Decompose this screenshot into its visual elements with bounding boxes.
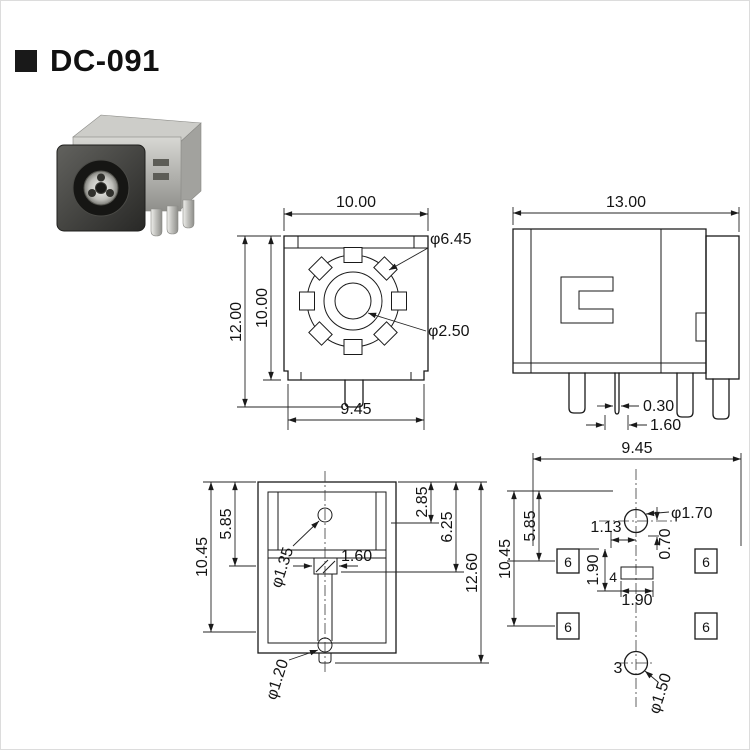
dim-top-hole-dia: φ1.35 [268, 545, 297, 590]
solder-leg [150, 208, 163, 237]
dim-layout-width: 9.45 [621, 440, 652, 457]
pad-6 [694, 548, 718, 574]
dim-section-low-height: 10.45 [194, 537, 211, 577]
pin-layout-view: 9.45 5.85 10.45 1.13 0.70 1.90 1.90 4 [497, 440, 742, 716]
leader-top-hole [292, 520, 320, 547]
dim-pin-diameter: φ2.50 [428, 323, 470, 340]
pad6-label: 6 [702, 554, 710, 570]
dim-front-body-height: 10.00 [254, 288, 271, 328]
pin3-label: 3 [614, 660, 623, 677]
dim-front-bottom-width: 9.45 [340, 401, 371, 418]
solder-leg [182, 199, 195, 229]
dim-section-depth-mid: 6.25 [439, 511, 456, 542]
dim-front-top-width: 10.00 [336, 194, 376, 211]
dim-layout-low-height: 10.45 [497, 539, 514, 579]
dim-offset-x: 1.13 [590, 519, 621, 536]
shield-slot [153, 159, 169, 166]
dim-ring-diameter: φ6.45 [430, 231, 472, 248]
page-title: DC-091 [50, 43, 160, 78]
dim-slot-width: 1.60 [341, 548, 372, 565]
mounting-clip-cutout [560, 276, 614, 324]
leader-pin-dia [367, 312, 427, 332]
pad6-label: 6 [702, 619, 710, 635]
dim-pitch-v: 1.90 [585, 554, 602, 585]
side-view: 13.00 0.30 1.60 [512, 194, 740, 434]
pad-6 [556, 612, 580, 640]
pad-4 [620, 566, 654, 580]
front-view: 10.00 10.00 12.00 9.45 φ6.45 φ2.50 [228, 194, 472, 430]
leader-center-dia [645, 510, 670, 517]
dim-layout-mid-height: 5.85 [522, 510, 539, 541]
pad6-label: 6 [564, 619, 572, 635]
shield-slot [153, 173, 169, 180]
dim-center-dia: φ1.70 [671, 505, 713, 522]
dim-bottom-dia: φ1.50 [646, 671, 675, 716]
section-view: 5.85 10.45 2.85 6.25 12.60 φ1.35 1.60 φ1… [194, 471, 489, 702]
solder-leg [166, 205, 179, 235]
top-hole [317, 507, 333, 523]
dim-offset-y: 0.70 [657, 528, 674, 559]
leader-bottom-dia [644, 670, 659, 683]
component-photo [56, 114, 202, 237]
side-pin [568, 372, 586, 414]
pad6-label: 6 [564, 554, 572, 570]
dim-pitch-h: 1.90 [621, 592, 652, 609]
side-pin [712, 378, 730, 420]
center-pin-circle [334, 282, 372, 320]
bottom-pin [344, 379, 364, 408]
dim-section-depth-total: 12.60 [464, 553, 481, 593]
dim-bottom-hole-dia: φ1.20 [263, 657, 292, 702]
pad-6 [694, 612, 718, 640]
center-pin-pad [623, 508, 649, 534]
dim-pin-pitch: 1.60 [650, 417, 681, 434]
side-pin [676, 372, 694, 418]
side-pin-thin [614, 372, 620, 415]
pad4-label: 4 [609, 569, 617, 585]
slot [313, 557, 338, 575]
dim-section-depth-top: 2.85 [414, 486, 431, 517]
dim-side-width: 13.00 [606, 194, 646, 211]
dim-front-total-height: 12.00 [228, 302, 245, 342]
center-pin-hole [95, 182, 107, 194]
dim-section-mid-height: 5.85 [218, 508, 235, 539]
dim-pin-thickness: 0.30 [643, 398, 674, 415]
title-bullet-square [15, 50, 37, 72]
leader-bottom-hole [288, 649, 319, 661]
leader-ring-dia [388, 247, 429, 271]
title-bar: DC-091 [15, 43, 160, 79]
barrel-ring [299, 247, 407, 355]
